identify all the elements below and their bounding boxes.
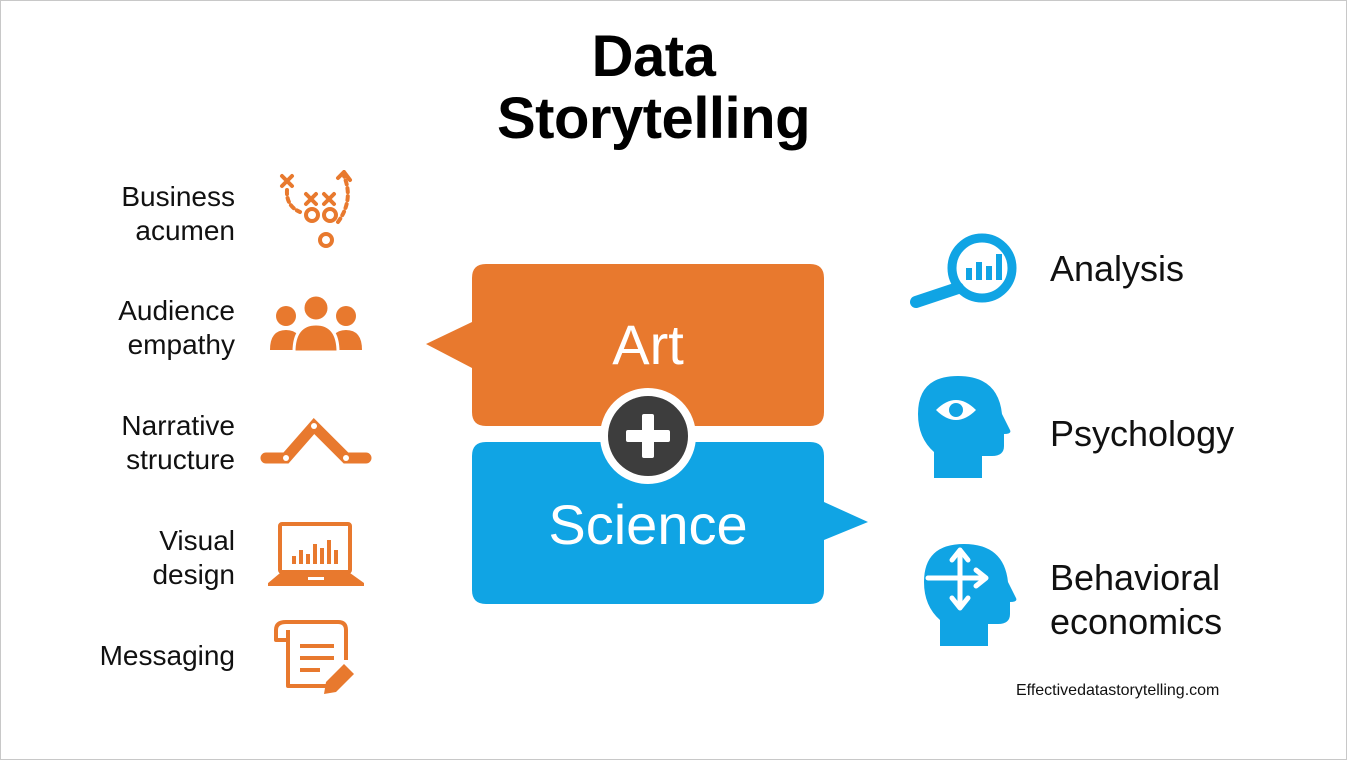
magnifier-chart-icon <box>910 233 1017 308</box>
page-title: Data Storytelling <box>0 26 1307 150</box>
art-science-diagram <box>426 264 868 604</box>
playbook-icon <box>280 170 352 248</box>
label-messaging: Messaging <box>99 640 235 671</box>
title-line-1: Data <box>591 24 716 89</box>
audience-icon <box>270 293 362 354</box>
head-eye-icon <box>918 376 1011 478</box>
label-psychology: Psychology <box>1050 413 1235 454</box>
science-label: Science <box>548 493 748 556</box>
narrative-arc-icon <box>260 417 372 464</box>
label-analysis: Analysis <box>1050 248 1185 289</box>
art-bubble <box>426 264 824 426</box>
art-label: Art <box>612 313 684 376</box>
head-arrows-icon <box>924 544 1017 646</box>
footer-website: Effectivedatastorytelling.com <box>1016 682 1220 699</box>
title-line-2: Storytelling <box>496 86 811 151</box>
scroll-pen-icon <box>274 620 354 694</box>
laptop-chart-icon <box>268 522 364 586</box>
science-bubble <box>472 442 868 604</box>
